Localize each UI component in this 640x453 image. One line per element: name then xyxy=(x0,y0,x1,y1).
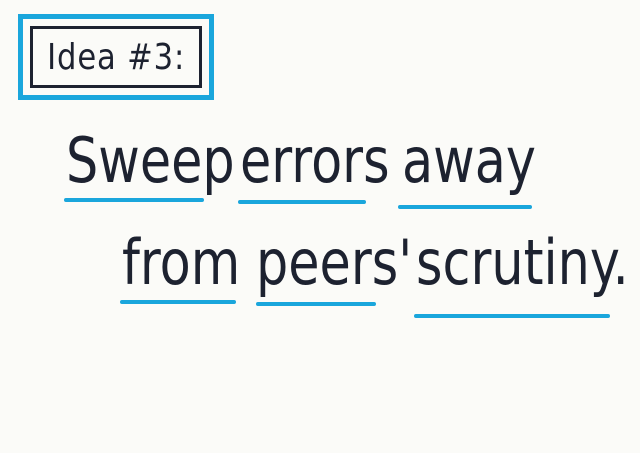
idea-title: Idea #3: xyxy=(47,36,185,78)
underline xyxy=(238,200,366,204)
underline xyxy=(398,205,532,209)
title-box: Idea #3: xyxy=(18,14,214,100)
word-sweep: Sweep xyxy=(66,124,235,197)
underline xyxy=(120,300,236,304)
word-errors: errors xyxy=(240,124,390,197)
underline xyxy=(414,314,610,318)
word-from: from xyxy=(122,226,241,299)
word-scrutiny: scrutiny. xyxy=(416,226,629,299)
underline xyxy=(256,302,376,306)
underline xyxy=(64,198,204,202)
title-box-inner: Idea #3: xyxy=(30,26,202,88)
word-away: away xyxy=(402,124,536,197)
word-peers: peers' xyxy=(256,226,413,299)
